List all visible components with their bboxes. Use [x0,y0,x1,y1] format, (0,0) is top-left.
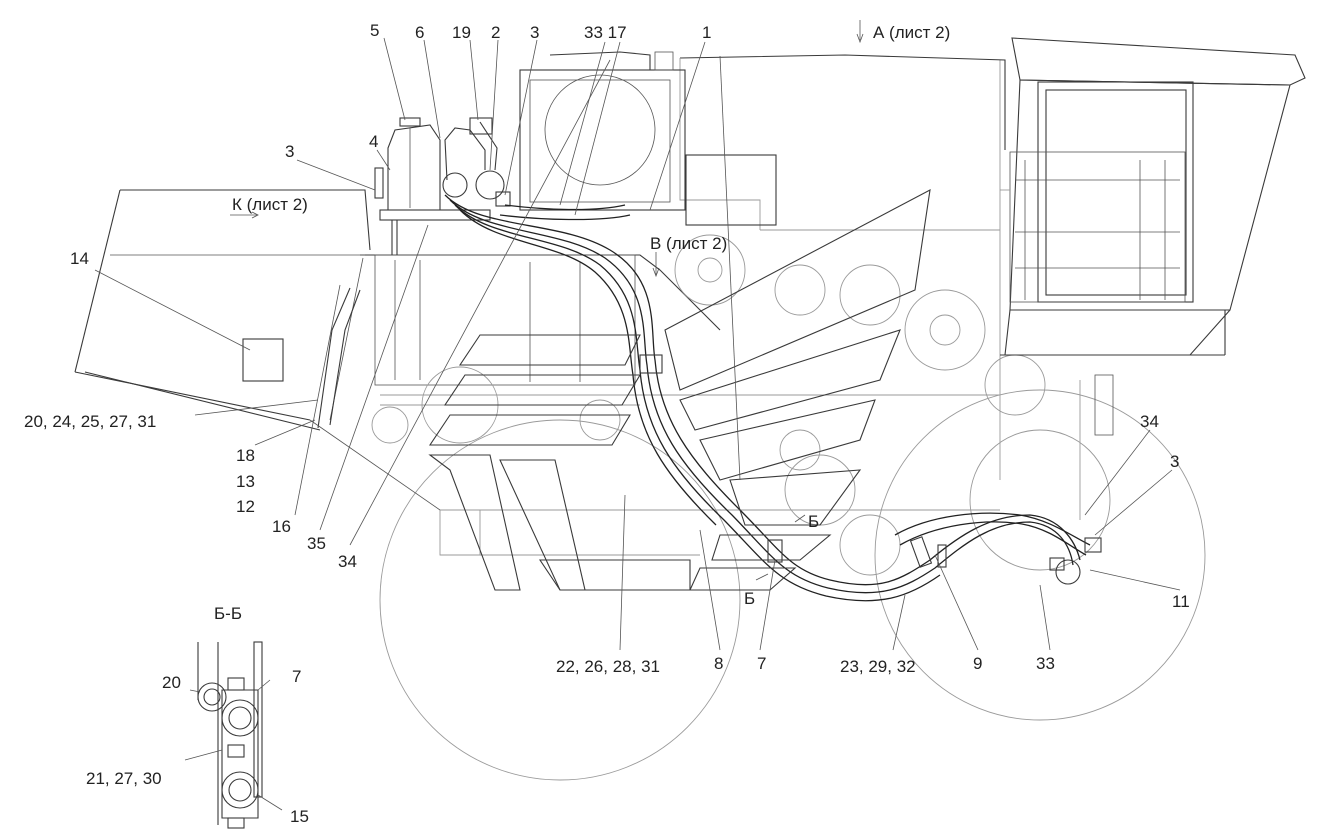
label-view-v: В (лист 2) [650,234,728,253]
body-middle [360,234,1226,781]
header [74,189,441,511]
label-34-right: 34 [1140,412,1159,431]
label-7: 7 [757,654,767,673]
section-mark-top: Б [808,512,820,531]
decal-stripes [428,189,931,591]
hose-bundle [444,194,1102,602]
label-23-group: 23, 29, 32 [840,657,916,676]
label-view-k: К (лист 2) [232,195,308,214]
section-bb [184,641,283,829]
label-4: 4 [369,132,379,151]
section-title: Б-Б [214,604,242,623]
body-upper [519,51,1006,231]
label-34-left: 34 [338,552,357,571]
label-18: 18 [236,446,255,465]
section-mark-bottom: Б [744,589,756,608]
label-33-17: 33 17 [584,23,627,42]
label-5: 5 [370,21,380,40]
label-35: 35 [307,534,326,553]
leader-lines [94,20,1181,651]
label-22-group: 22, 26, 28, 31 [556,657,660,676]
label-12: 12 [236,497,255,516]
section-label-15: 15 [290,807,309,826]
hydraulic-tank [374,117,511,255]
label-11: 11 [1172,592,1190,611]
section-label-7: 7 [292,667,302,686]
label-1: 1 [702,23,712,42]
label-3-right: 3 [1170,452,1180,471]
label-20-group: 20, 24, 25, 27, 31 [24,412,157,431]
label-3-left: 3 [285,142,295,161]
section-label-21-group: 21, 27, 30 [86,769,162,788]
label-8: 8 [714,654,724,673]
label-9: 9 [973,654,983,673]
label-19: 19 [452,23,471,42]
label-3-top: 3 [530,23,540,42]
label-14: 14 [70,249,89,268]
label-13: 13 [236,472,255,491]
label-16: 16 [272,517,291,536]
label-6: 6 [415,23,425,42]
label-view-a: А (лист 2) [873,23,951,42]
label-2: 2 [491,23,501,42]
section-label-20: 20 [162,673,181,692]
label-33-bottom: 33 [1036,654,1055,673]
